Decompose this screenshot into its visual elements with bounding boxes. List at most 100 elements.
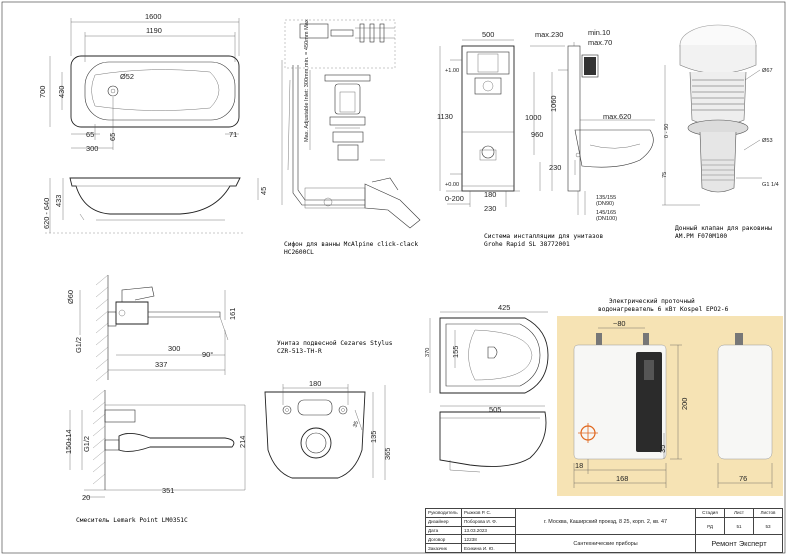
bathtub-dim-45: 45 [259, 187, 268, 195]
mixer-dim-300: 300 [168, 344, 180, 353]
bathtub-dim-433: 433 [54, 195, 63, 207]
installation-dim-max230: max.230 [535, 30, 563, 39]
title-sheets-label: Листов [753, 508, 783, 518]
mixer-dim-d60: Ø60 [66, 290, 75, 304]
drain-valve-drawing: Ø67 Ø53 G1 1/4 0 - 50 75 [662, 24, 779, 206]
svg-text:0 - 50: 0 - 50 [664, 124, 670, 138]
bathtub-dim-inner-width: 430 [57, 86, 66, 98]
drain-valve-caption-line1: Донный клапан для раковины [675, 224, 772, 232]
mixer-caption: Смеситель Lemark Point LM0351C [76, 517, 188, 524]
heater-dim-80: ~80 [613, 319, 626, 328]
heater-dim-18: 18 [575, 461, 583, 470]
toilet-dim-365: 365 [383, 448, 392, 460]
title-name-designer: Поборова И. Ф. [461, 516, 516, 527]
installation-dim-dn100: (DN100) [596, 216, 617, 222]
installation-dim-1060: 1060 [549, 96, 558, 112]
title-name-contract: 12238 [461, 534, 516, 545]
heater-dim-168: 168 [616, 474, 628, 483]
bathtub-dim-height: 620 - 640 [42, 198, 51, 229]
title-role-contract: Договор [425, 534, 462, 545]
toilet-dim-135: 135 [369, 431, 378, 443]
installation-caption-line1: Система инсталляции для унитазов [484, 233, 603, 240]
title-role-client: Заказчик [425, 543, 462, 553]
mixer-dim-161: 161 [228, 308, 237, 320]
svg-text:Ø67: Ø67 [762, 68, 773, 74]
heater-caption-line2: водонагреватель 6 кВт Kospel EPO2-6 [598, 306, 729, 313]
title-name-lead: Рыжков Р. С. [461, 508, 516, 518]
bathtub-dim-65b: 65 [108, 133, 117, 141]
heater-dim-35: 35 [658, 445, 667, 453]
title-role-date: Дата [425, 525, 462, 536]
installation-dim-1000: 1000 [525, 113, 541, 122]
toilet-caption-line2: CZR-513-TH-R [277, 348, 322, 355]
toilet-dim-505: 505 [489, 405, 501, 414]
siphon-caption-line2: HC2600CL [284, 249, 314, 256]
svg-text:+0.00: +0.00 [445, 182, 459, 188]
siphon-drawing: Max. Adjustable Inlet: 300mm min. = 450m… [281, 19, 421, 229]
bathtub-dim-width: 700 [38, 86, 47, 98]
mixer-dim-150: 150±14 [64, 429, 73, 454]
svg-text:G1 1/4: G1 1/4 [762, 182, 779, 188]
svg-text:+1.00: +1.00 [445, 68, 459, 74]
title-role-designer: Дизайнер [425, 516, 462, 527]
heater-panel [557, 316, 783, 496]
bathtub-dim-71: 71 [229, 130, 237, 139]
title-role-lead: Руководитель [425, 508, 462, 518]
title-sheet-label: Лист [724, 508, 754, 518]
toilet-caption-line1: Унитаз подвесной Cezares Stylus [277, 339, 393, 347]
mixer-dim-20: 20 [82, 493, 90, 502]
installation-drawing: +1.00 +0.00 [439, 39, 655, 215]
installation-caption-line2: Grohe Rapid SL 38772001 [484, 241, 570, 248]
mixer-dim-351: 351 [162, 486, 174, 495]
installation-dim-dn90-size: 135/155 [596, 195, 616, 201]
installation-dim-max620: max.620 [603, 112, 631, 121]
bathtub-dim-65a: 65 [86, 130, 94, 139]
title-name-client: Есикина И. Ю. [461, 543, 516, 553]
title-sheet-title: Сантехнические приборы [515, 534, 696, 553]
svg-text:75: 75 [662, 172, 668, 178]
title-company: Ремонт Эксперт [695, 534, 783, 553]
siphon-caption-line1: Сифон для ванны McAlpine click-clack [284, 240, 418, 248]
heater-dim-76: 76 [739, 474, 747, 483]
toilet-dim-180: 180 [309, 379, 321, 388]
installation-dim-0-200: 0-200 [445, 194, 464, 203]
installation-dim-230-right: 230 [549, 163, 561, 172]
installation-dim-dn100-size: 145/165 [596, 210, 616, 216]
mixer-drawing [69, 274, 246, 498]
title-stage-label: Стадия [695, 508, 725, 518]
mixer-dim-g12-top: G1/2 [74, 337, 83, 353]
mixer-dim-90deg: 90° [202, 350, 213, 359]
installation-dim-960: 960 [531, 130, 543, 139]
installation-dim-1130: 1130 [437, 112, 453, 121]
svg-text:Ø53: Ø53 [762, 138, 773, 144]
installation-dim-500: 500 [482, 30, 494, 39]
title-block: Руководитель Рыжков Р. С. г. Москва, Каш… [425, 507, 783, 553]
bathtub-dim-length: 1600 [145, 12, 161, 21]
title-address: г. Москва, Каширский проезд, 8 25, корп.… [515, 507, 696, 536]
mixer-dim-214: 214 [238, 436, 247, 448]
installation-dim-230-bottom: 230 [484, 204, 496, 213]
toilet-dim-370: 370 [425, 348, 431, 357]
title-stage-value: РД [695, 516, 725, 536]
title-sheet-value: 51 [724, 516, 754, 536]
mixer-dim-337: 337 [155, 360, 167, 369]
drain-valve-caption-line2: AM.PM F070M100 [675, 233, 727, 240]
svg-text:Max. Adjustable Inlet: 300mm m: Max. Adjustable Inlet: 300mm min. = 450m… [304, 19, 310, 142]
bathtub-dim-drain: Ø52 [120, 72, 134, 81]
mixer-dim-g12-bottom: G1/2 [82, 436, 91, 452]
toilet-dim-155: 155 [451, 346, 460, 358]
installation-dim-dn90: (DN90) [596, 201, 614, 207]
toilet-dim-35: 35 [352, 420, 360, 428]
toilet-drawing [264, 311, 549, 480]
bathtub-dim-300: 300 [86, 144, 98, 153]
heater-caption-line1: Электрический проточный [609, 297, 695, 305]
installation-dim-180: 180 [484, 190, 496, 199]
bathtub-drawing: 1600 1190 700 430 Ø52 65 300 65 71 620 -… [38, 12, 268, 234]
title-name-date: 13.03.2023 [461, 525, 516, 536]
title-sheets-value: 53 [753, 516, 783, 536]
toilet-dim-425: 425 [498, 303, 510, 312]
heater-dim-200: 200 [680, 398, 689, 410]
installation-dim-min10: min.10 [588, 28, 610, 37]
